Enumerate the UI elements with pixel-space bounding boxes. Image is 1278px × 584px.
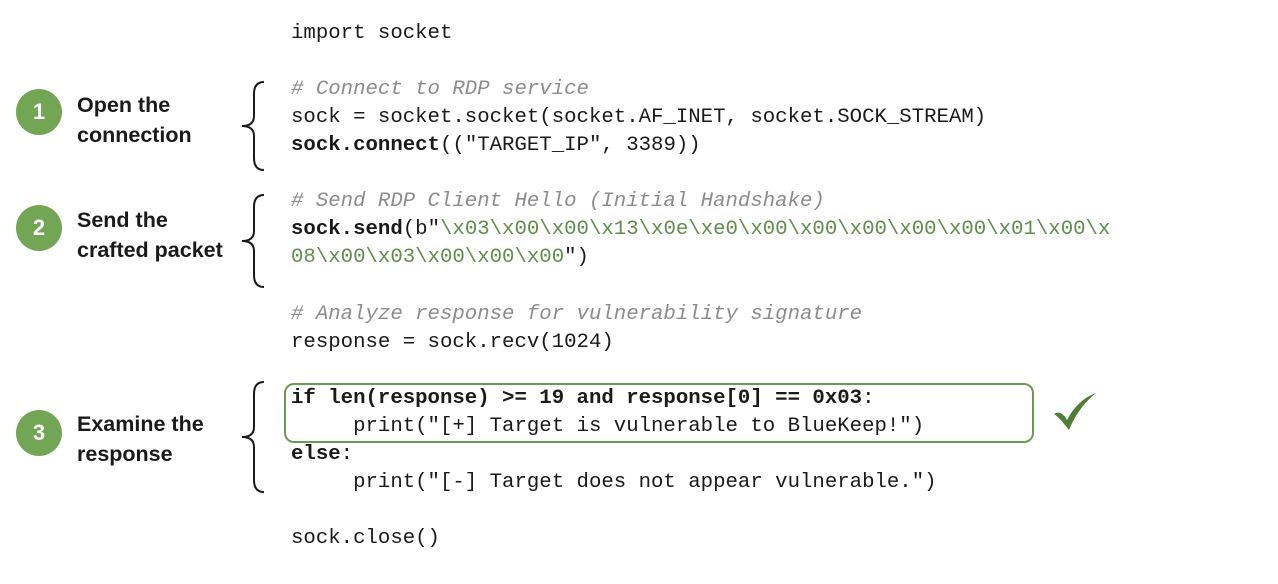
code-line-connect: sock.connect(("TARGET_IP", 3389)) [291, 134, 701, 157]
code-line-import: import socket [291, 22, 453, 45]
code-line-send-cont: 08\x00\x03\x00\x00\x00") [291, 246, 589, 269]
code-comment-analyze: # Analyze response for vulnerability sig… [291, 303, 863, 326]
code-line-close: sock.close() [291, 527, 440, 550]
code-line-socket-create: sock = socket.socket(socket.AF_INET, soc… [291, 106, 987, 129]
step-2-label: Send the crafted packet [77, 208, 223, 262]
check-mark-icon [1054, 393, 1096, 430]
step-2-badge: 2 [16, 205, 62, 251]
code-line-print-vulnerable: print("[+] Target is vulnerable to BlueK… [291, 415, 925, 438]
code-line-recv: response = sock.recv(1024) [291, 331, 614, 354]
step-3-label: Examine the response [77, 412, 204, 466]
code-line-send: sock.send(b"\x03\x00\x00\x13\x0e\xe0\x00… [291, 218, 1111, 241]
step-1-brace-icon [241, 81, 265, 171]
code-line-else: else: [291, 443, 354, 466]
code-comment-send: # Send RDP Client Hello (Initial Handsha… [291, 190, 825, 213]
step-3-brace-icon [241, 381, 265, 493]
step-3-badge: 3 [16, 410, 62, 456]
code-comment-connect: # Connect to RDP service [291, 78, 589, 101]
vulnerable-branch-highlight [284, 383, 1034, 443]
step-1-label: Open the connection [77, 93, 192, 147]
step-2-brace-icon [241, 194, 265, 288]
code-line-print-not-vulnerable: print("[-] Target does not appear vulner… [291, 471, 937, 494]
step-1-badge: 1 [16, 89, 62, 135]
code-line-if: if len(response) >= 19 and response[0] =… [291, 387, 875, 410]
